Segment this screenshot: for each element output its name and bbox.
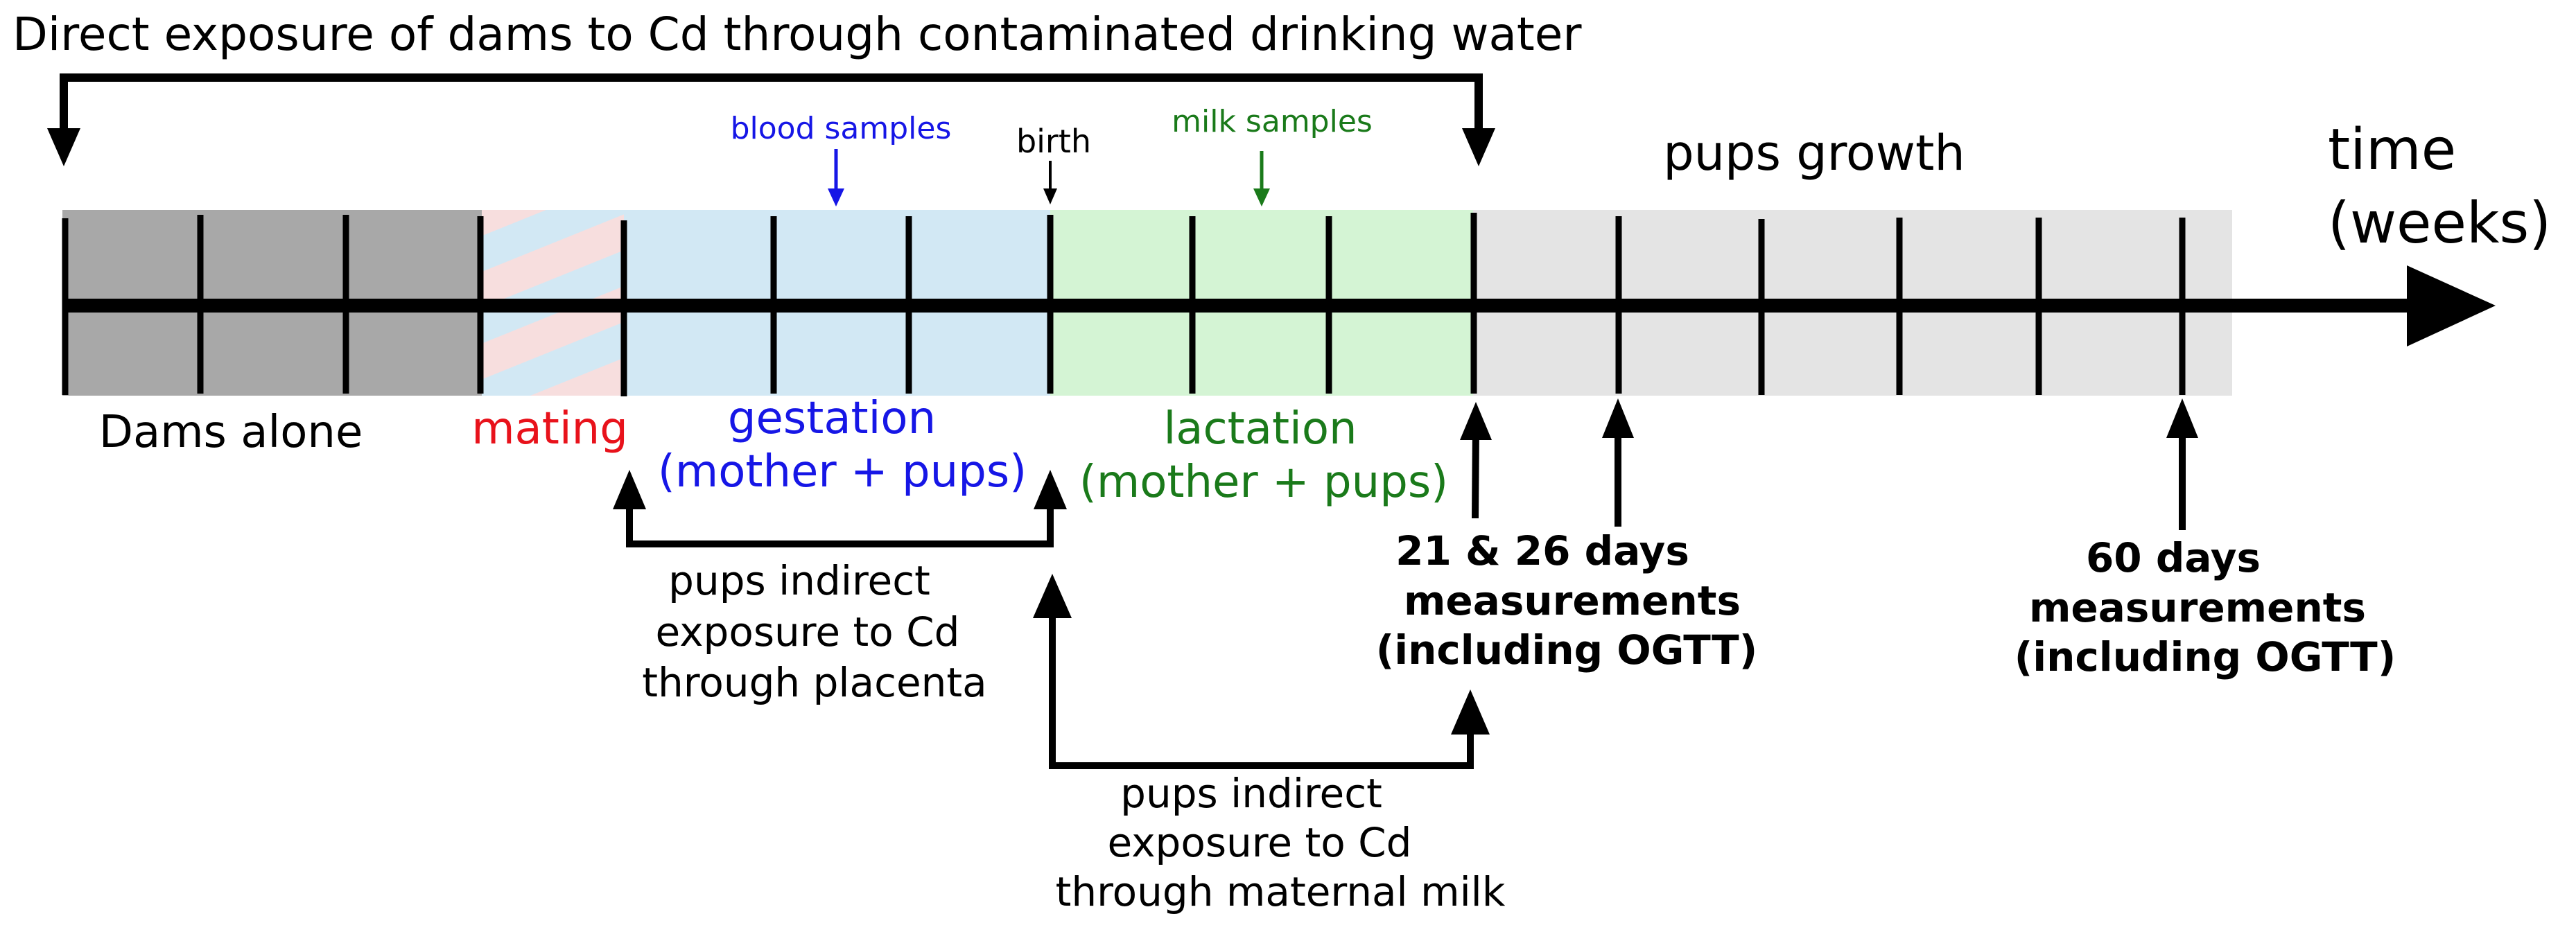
milk-exposure-text-3: through maternal milk xyxy=(1056,868,1506,915)
measurement-21-arrowhead xyxy=(1460,402,1492,440)
birth-label: birth xyxy=(1016,123,1091,160)
measurement-21-26-text-1: 21 & 26 days xyxy=(1395,527,1689,574)
milk-arrowhead-right xyxy=(1451,689,1490,735)
axis-label-time: time xyxy=(2328,117,2456,183)
milk-arrowhead-left xyxy=(1033,574,1072,618)
placenta-exposure-text-3: through placenta xyxy=(642,659,986,706)
birth-arrowhead xyxy=(1043,188,1057,204)
axis-label-weeks: (weeks) xyxy=(2328,191,2551,256)
placenta-exposure-text-2: exposure to Cd xyxy=(656,608,960,656)
measurement-60-text-3: (including OGTT) xyxy=(2014,633,2396,680)
milk-exposure-text-2: exposure to Cd xyxy=(1108,819,1412,866)
placenta-arrowhead-left xyxy=(613,470,646,509)
gestation-sublabel: (mother + pups) xyxy=(658,446,1027,498)
measurement-21-26-text-2: measurements xyxy=(1404,577,1741,624)
lactation-label: lactation xyxy=(1163,403,1357,455)
placenta-exposure-text-1: pups indirect xyxy=(668,557,930,604)
measurement-21-26-text-3: (including OGTT) xyxy=(1376,626,1758,674)
measurement-60-text-2: measurements xyxy=(2029,584,2366,631)
time-axis-arrowhead xyxy=(2407,265,2496,346)
lactation-sublabel: (mother + pups) xyxy=(1079,457,1448,508)
diagram-title: Direct exposure of dams to Cd through co… xyxy=(12,8,1582,61)
placenta-exposure-bracket xyxy=(626,498,1054,547)
placenta-arrowhead-right xyxy=(1034,470,1067,509)
milk-exposure-bracket xyxy=(1049,610,1474,769)
milk-samples-label: milk samples xyxy=(1172,104,1373,139)
direct-exposure-arrowhead-left xyxy=(47,128,80,166)
measurement-60-arrowhead xyxy=(2166,398,2198,438)
direct-exposure-arrowhead-right xyxy=(1462,128,1495,166)
dams-alone-label: Dams alone xyxy=(99,407,363,458)
pups-growth-label: pups growth xyxy=(1663,125,1965,182)
measurement-21-arrow-shaft xyxy=(1472,429,1479,519)
milk-exposure-text-1: pups indirect xyxy=(1120,770,1382,817)
measurement-26-arrowhead xyxy=(1602,398,1634,438)
measurement-60-text-1: 60 days xyxy=(2086,534,2261,581)
direct-exposure-bracket xyxy=(60,73,1483,142)
gestation-label: gestation xyxy=(728,393,936,444)
mating-label: mating xyxy=(471,403,628,455)
blood-samples-label: blood samples xyxy=(731,111,952,146)
blood-samples-arrowhead xyxy=(828,188,844,206)
milk-samples-arrowhead xyxy=(1253,188,1270,206)
